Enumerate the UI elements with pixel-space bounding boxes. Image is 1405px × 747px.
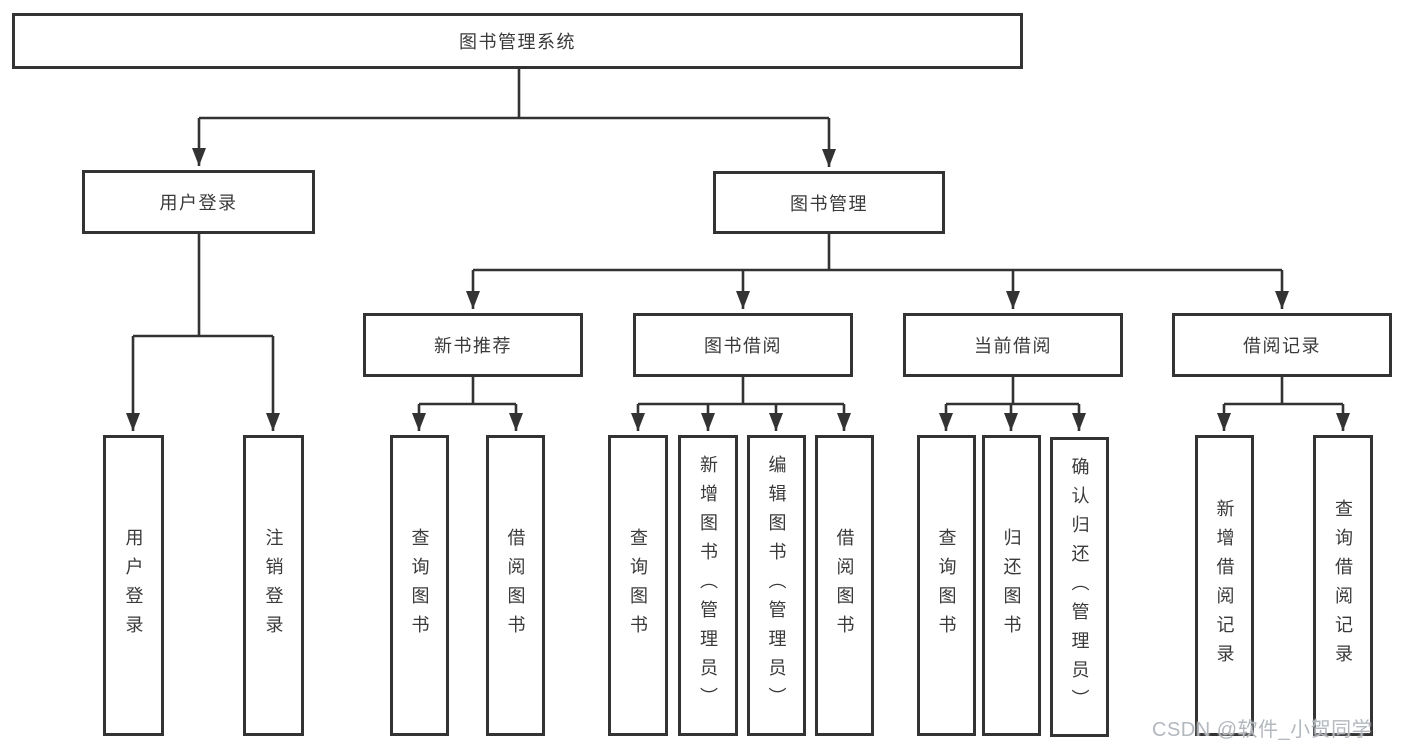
- leaf-current-return-books: 归还图书: [982, 435, 1041, 736]
- leaf-borrowing-edit-books-admin: 编辑图书（管理员）: [747, 435, 806, 736]
- leaf-user-login-label: 用户登录: [123, 527, 144, 644]
- connector-root-to-level2: [192, 68, 836, 167]
- leaf-logout-login-label: 注销登录: [263, 527, 284, 644]
- leaf-current-query-books: 查询图书: [917, 435, 976, 736]
- connector-book-mgmt-children: [466, 233, 1289, 309]
- leaf-current-confirm-return-admin-label: 确认归还（管理员）: [1069, 456, 1090, 718]
- node-borrow-records-label: 借阅记录: [1243, 336, 1321, 356]
- leaf-records-query-record-label: 查询借阅记录: [1333, 498, 1353, 673]
- leaf-newbooks-query-books: 查询图书: [390, 435, 449, 736]
- node-new-book-recommend: 新书推荐: [363, 313, 583, 377]
- node-book-management: 图书管理: [713, 171, 945, 234]
- leaf-borrowing-add-books-admin: 新增图书（管理员）: [678, 435, 738, 736]
- leaf-borrowing-query-books: 查询图书: [608, 435, 668, 736]
- leaf-newbooks-borrow-books: 借阅图书: [486, 435, 545, 736]
- connector-book-borrow-children: [631, 377, 851, 431]
- leaf-newbooks-borrow-books-label: 借阅图书: [505, 527, 526, 644]
- node-current-borrowing-label: 当前借阅: [974, 336, 1052, 356]
- leaf-records-add-record-label: 新增借阅记录: [1214, 498, 1235, 673]
- node-library-system-label: 图书管理系统: [459, 32, 576, 52]
- leaf-borrowing-add-books-admin-label: 新增图书（管理员）: [698, 455, 718, 716]
- leaf-records-query-record: 查询借阅记录: [1313, 435, 1373, 736]
- node-current-borrowing: 当前借阅: [903, 313, 1123, 377]
- leaf-borrowing-borrow-books-label: 借阅图书: [834, 527, 855, 644]
- leaf-current-query-books-label: 查询图书: [936, 527, 957, 644]
- csdn-watermark: CSDN @软件_小贺同学: [1152, 719, 1373, 741]
- node-new-book-recommend-label: 新书推荐: [434, 336, 512, 356]
- node-book-borrowing: 图书借阅: [633, 313, 853, 377]
- node-user-login: 用户登录: [82, 170, 315, 234]
- connector-user-login-children: [126, 233, 280, 431]
- leaf-borrowing-borrow-books: 借阅图书: [815, 435, 874, 736]
- connector-new-books-children: [412, 377, 523, 431]
- leaf-borrowing-query-books-label: 查询图书: [628, 527, 648, 644]
- leaf-records-add-record: 新增借阅记录: [1195, 435, 1254, 736]
- leaf-borrowing-edit-books-admin-label: 编辑图书（管理员）: [766, 455, 787, 716]
- leaf-logout-login: 注销登录: [243, 435, 304, 736]
- leaf-user-login: 用户登录: [103, 435, 164, 736]
- node-book-management-label: 图书管理: [790, 193, 868, 214]
- node-library-system: 图书管理系统: [12, 13, 1023, 69]
- connector-borrow-records-children: [1217, 377, 1350, 431]
- node-user-login-label: 用户登录: [159, 193, 238, 213]
- node-book-borrowing-label: 图书借阅: [704, 336, 782, 356]
- connector-current-borrow-children: [939, 377, 1086, 431]
- leaf-newbooks-query-books-label: 查询图书: [409, 527, 430, 644]
- leaf-current-return-books-label: 归还图书: [1001, 527, 1022, 644]
- leaf-current-confirm-return-admin: 确认归还（管理员）: [1050, 437, 1109, 737]
- node-borrow-records: 借阅记录: [1172, 313, 1392, 377]
